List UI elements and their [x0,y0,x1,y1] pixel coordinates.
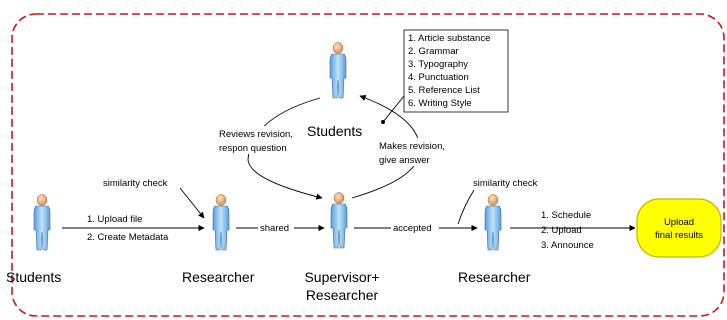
label-students-top: Students [307,123,362,139]
edge-shared-bg [258,221,294,234]
edge-reviews-line1: Reviews revision, [219,129,293,140]
arrow-similarity-left [179,187,205,219]
checklist-item: 1. Article substance [408,33,490,44]
checklist-item: 2. Grammar [408,46,459,57]
arrow-similarity-right [457,189,475,225]
checklist-connector-dot [381,120,385,124]
edge-create-metadata: 2. Create Metadata [87,232,169,243]
person-icon [33,194,51,251]
checklist-item: 6. Writing Style [408,98,472,109]
edge-makes-line1: Makes revision, [379,141,445,152]
edge-reviews-bg [214,126,308,154]
checklist-box [403,29,509,113]
person-icon [329,42,347,99]
label-researcher-left: Researcher [182,269,255,285]
edge-accepted-bg [391,221,439,234]
final-box-line1: Upload [664,217,694,228]
edge-upload-file: 1. Upload file [87,214,142,225]
checklist-connector [382,95,405,123]
checklist-item: 3. Typography [408,59,468,70]
final-results-box [636,198,722,258]
edge-upload: 2. Upload [541,225,582,236]
edge-announce: 3. Announce [541,240,594,251]
label-students-left: Students [6,269,61,285]
final-box-line2: final results [655,230,703,241]
person-icon [212,194,230,251]
edge-accepted: accepted [393,223,432,234]
label-supervisor-line1: Supervisor+ [304,269,379,285]
edge-schedule: 1. Schedule [541,210,591,221]
edge-similarity-check-right: similarity check [473,178,538,189]
outer-frame [11,13,725,317]
person-icon [330,192,348,249]
edge-reviews-line2: respon question [219,143,287,154]
checklist-item: 5. Reference List [408,85,480,96]
checklist-item: 4. Punctuation [408,72,469,83]
label-researcher-right: Researcher [458,269,531,285]
edge-similarity-check-left: similarity check [103,178,168,189]
edge-makes-bg [372,138,456,166]
label-supervisor-line2: Researcher [306,287,379,303]
person-icon [484,194,502,251]
edge-makes-line2: give answer [379,155,430,166]
arrow-reviews [247,97,323,200]
edge-shared: shared [260,223,289,234]
